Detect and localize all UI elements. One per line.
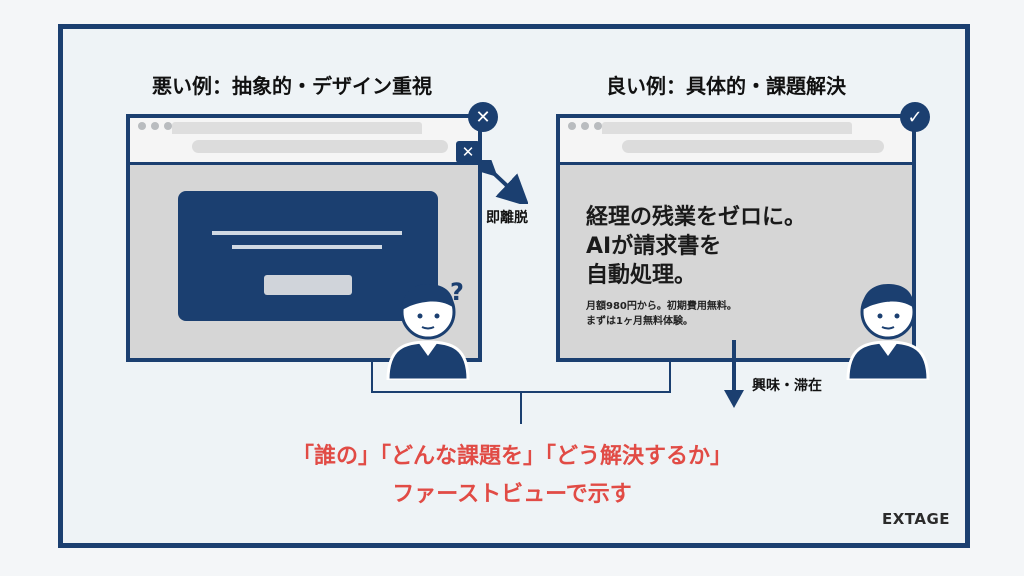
browser-tab [172,122,422,134]
close-icon: ✕ [468,102,498,132]
caption-line-2: ファーストビューで示す [392,482,632,507]
close-icon: ✕ [456,141,480,163]
left-heading: 悪い例：抽象的・デザイン重視 [152,74,432,98]
placeholder-button [264,275,352,295]
good-example-content: 経理の残業をゼロに。 AIが請求書を 自動処理。 月額980円から。初期費用無料… [560,165,912,358]
satisfied-user-icon [846,284,930,380]
double-arrow-icon [478,160,528,204]
address-bar [192,140,448,153]
bad-example-browser [126,114,482,362]
caption-line-1: 「誰の」「どんな課題を」「どう解決するか」 [291,444,732,469]
placeholder-line [212,231,402,235]
headline-line: 経理の残業をゼロに。 [586,205,807,230]
browser-toolbar [130,118,478,165]
connector-bracket [371,362,671,424]
headline-line: AIが請求書を [586,234,722,259]
browser-tab [602,122,852,134]
down-arrow-icon [724,340,744,408]
left-result-label: 即離脱 [486,210,528,226]
right-result-label: 興味・滞在 [752,378,822,394]
question-mark-icon: ? [450,278,464,306]
concrete-headline: 経理の残業をゼロに。 AIが請求書を 自動処理。 [586,203,806,290]
offer-details: 月額980円から。初期費用無料。 まずは1ヶ月無料体験。 [586,299,737,329]
abstract-hero-block [178,191,438,321]
offer-line: まずは1ヶ月無料体験。 [586,316,693,327]
browser-toolbar [560,118,912,165]
right-heading: 良い例：具体的・課題解決 [606,74,846,98]
placeholder-line [232,245,382,249]
offer-line: 月額980円から。初期費用無料。 [586,301,737,312]
check-icon: ✓ [900,102,930,132]
window-controls [138,122,172,130]
bad-example-content [130,165,478,358]
extage-logo: EXTAGE [881,510,950,528]
headline-line: 自動処理。 [586,263,697,288]
confused-user-icon [386,284,470,380]
window-controls [568,122,602,130]
address-bar [622,140,884,153]
